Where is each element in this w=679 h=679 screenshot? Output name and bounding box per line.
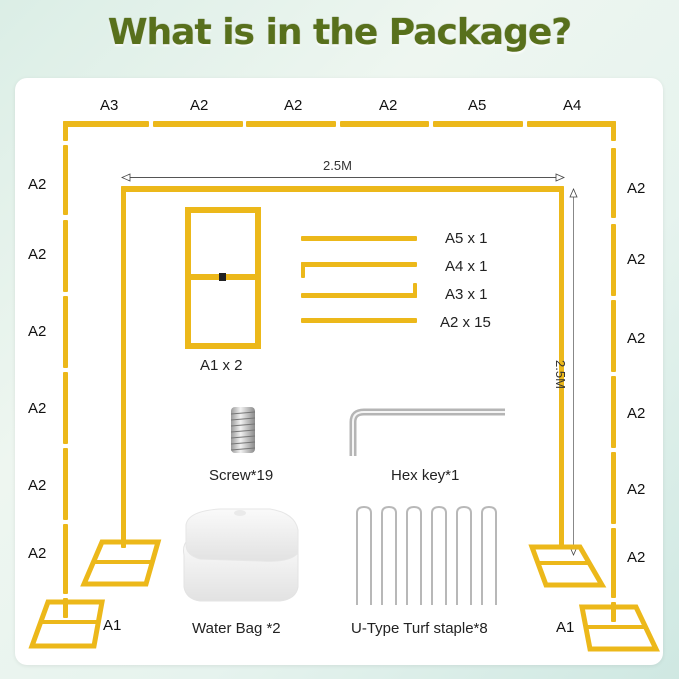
water-bag-icon [183,508,299,602]
frame-left-segment [63,448,68,520]
base-stand-icon [28,599,105,649]
frame-left-segment [63,145,68,215]
base-stand-icon [528,544,607,588]
right-label-1: A2 [627,180,646,197]
hex-key-label: Hex key*1 [391,467,460,484]
height-dimension-line [573,193,574,551]
frame-left-segment [63,372,68,444]
top-label-5: A5 [468,97,487,114]
frame-right-segment [611,224,616,296]
top-label-3: A2 [284,97,303,114]
left-label-2: A2 [28,246,47,263]
assembled-frame-right [559,186,564,548]
base-stand-icon [578,604,660,652]
frame-right-segment [611,300,616,372]
screw-icon [230,407,256,453]
frame-segment-a4 [527,121,616,127]
top-label-4: A2 [379,97,398,114]
base-right-label: A1 [556,619,575,636]
frame-segment-a3 [63,121,149,127]
right-label-4: A2 [627,405,646,422]
turf-staple-icon [356,505,497,605]
left-label-3: A2 [28,323,47,340]
part-a4-icon [301,262,417,267]
frame-right-post [611,602,616,622]
frame-right-segment [611,148,616,218]
arrow-up-icon [569,188,578,198]
part-a5-icon [301,236,417,241]
left-label-6: A2 [28,545,47,562]
left-label-1: A2 [28,176,47,193]
turf-staple-label: U-Type Turf staple*8 [351,620,488,637]
frame-segment-a5 [433,121,523,127]
part-a3-label: A3 x 1 [445,286,488,303]
frame-segment-a2 [340,121,429,127]
frame-right-segment [611,528,616,598]
assembled-frame-top [121,186,564,192]
frame-left-segment [63,524,68,594]
part-a2-label: A2 x 15 [440,314,491,331]
frame-corner-right [611,121,616,141]
frame-segment-a2 [246,121,336,127]
a1-part-label: A1 x 2 [200,357,243,374]
left-label-5: A2 [28,477,47,494]
page-title: What is in the Package? [107,12,572,53]
part-a4-label: A4 x 1 [445,258,488,275]
top-label-2: A2 [190,97,209,114]
width-dimension-line [126,177,558,178]
right-label-6: A2 [627,549,646,566]
right-label-5: A2 [627,481,646,498]
arrow-left-icon [121,173,131,182]
frame-left-segment [63,220,68,292]
part-a4-bend [301,262,305,278]
right-label-2: A2 [627,251,646,268]
assembled-frame-left [121,186,126,548]
base-left-label: A1 [103,617,122,634]
right-label-3: A2 [627,330,646,347]
top-label-1: A3 [100,97,119,114]
screw-label: Screw*19 [209,467,274,484]
part-a3-icon [301,293,417,298]
frame-segment-a2 [153,121,243,127]
part-a5-label: A5 x 1 [445,230,488,247]
arrow-right-icon [555,173,565,182]
part-a3-bend [413,283,417,298]
part-a2-icon [301,318,417,323]
left-label-4: A2 [28,400,47,417]
width-dimension-label: 2.5M [323,158,352,173]
top-label-6: A4 [563,97,582,114]
frame-left-post [63,598,68,618]
frame-right-segment [611,376,616,448]
hex-key-icon [349,408,505,456]
base-stand-icon [80,539,162,587]
a1-base-part-icon [185,207,261,349]
frame-corner-left [63,121,68,141]
water-bag-label: Water Bag *2 [192,620,281,637]
height-dimension-label: 2.5M [553,360,568,389]
frame-left-segment [63,296,68,368]
frame-right-segment [611,452,616,524]
